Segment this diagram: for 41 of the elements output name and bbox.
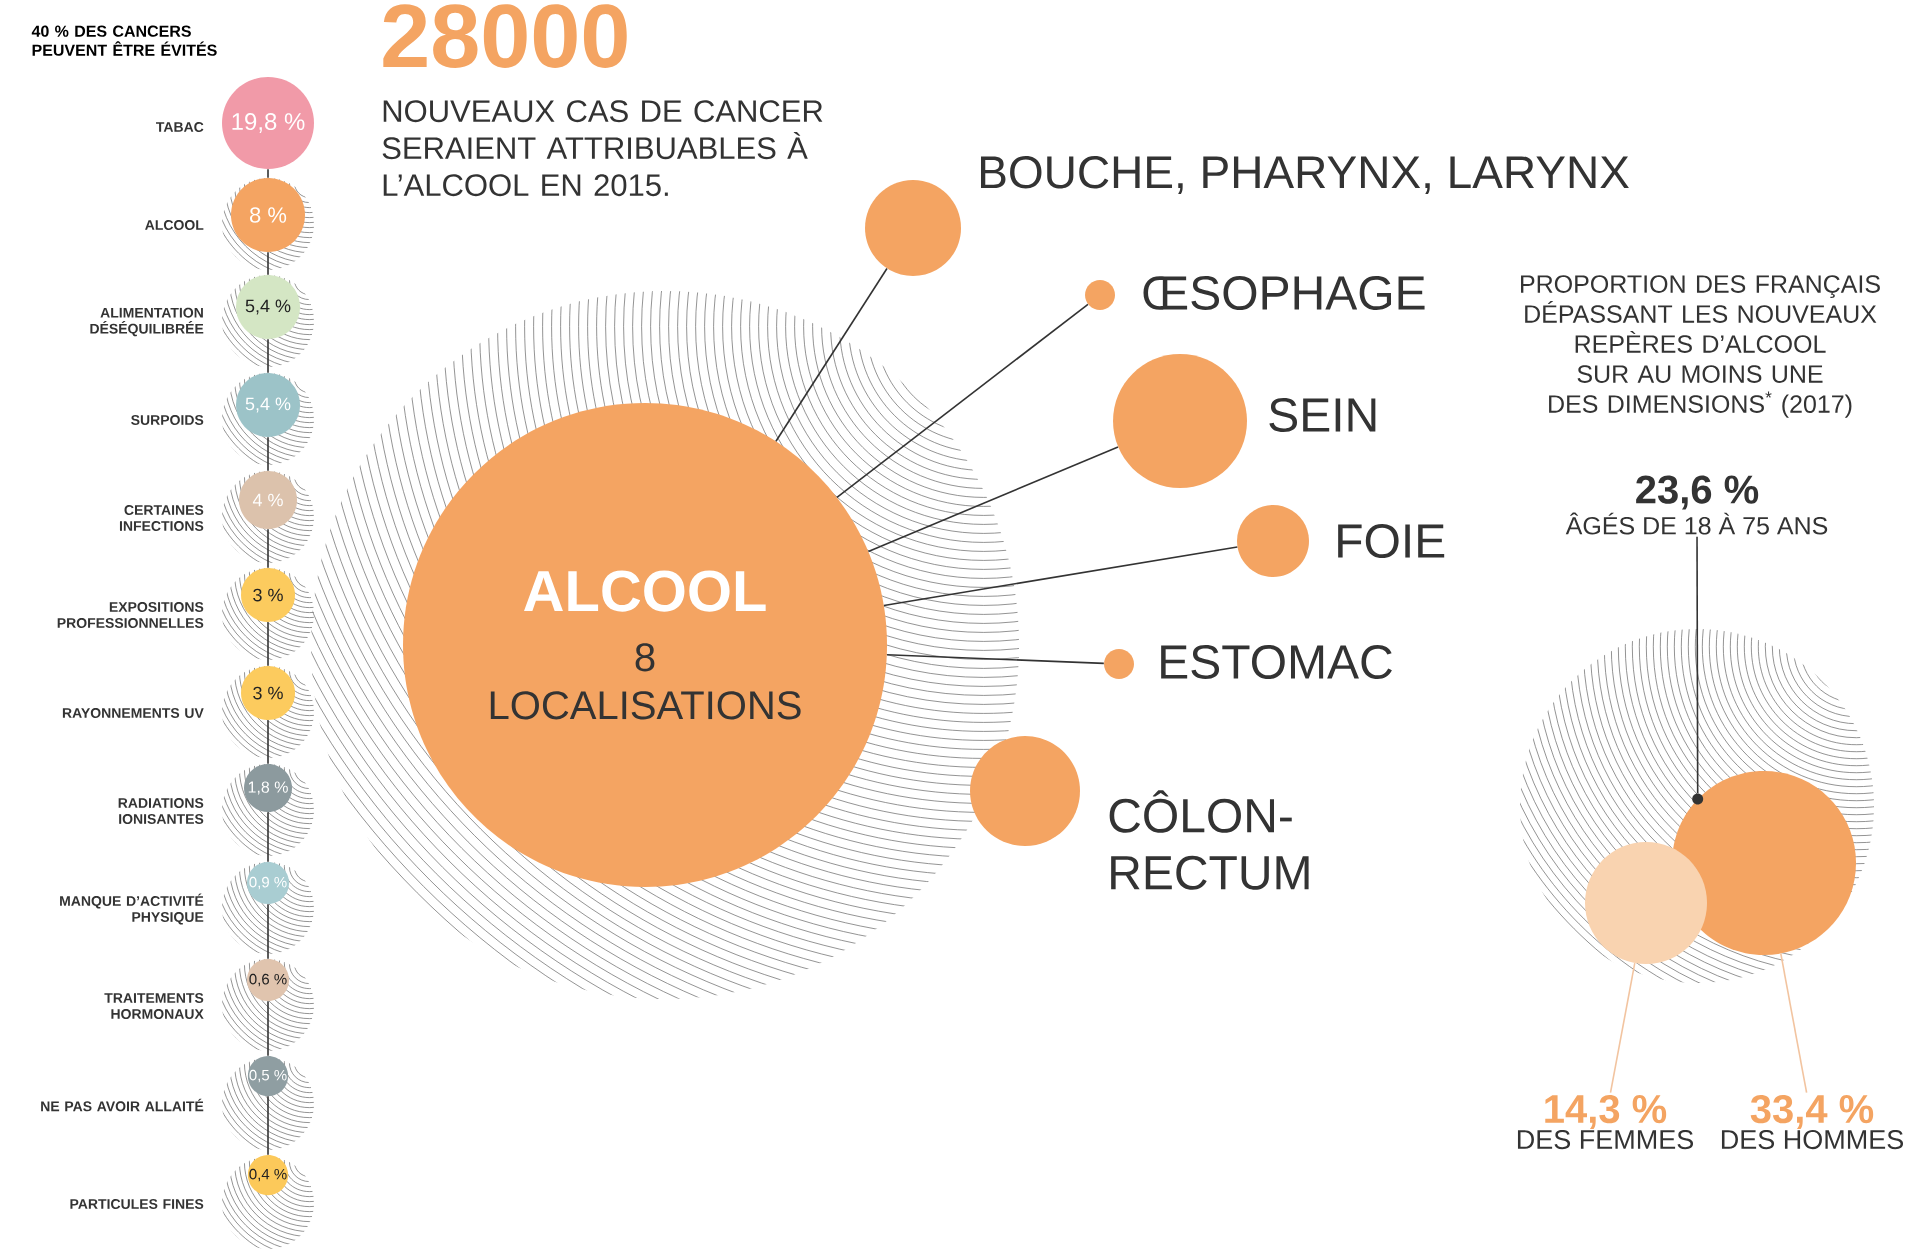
category-label: ALCOOL <box>145 220 204 230</box>
category-label: NE PAS AVOIR ALLAITÉ <box>41 1098 204 1112</box>
category-label: PARTICULES FINES <box>70 1199 204 1209</box>
category-label: TABAC <box>156 122 204 132</box>
description-text: NOUVEAUX CAS DE CANCER SERAIENT ATTRIBUABLES À L’ALCOOL EN 2015. <box>382 100 823 197</box>
heading: 40 % DES CANCERS PEUVENT ÊTRE ÉVITÉS <box>31 25 217 56</box>
connector-line <box>867 446 1119 553</box>
statistic-text: 33,4 % DES HOMMES <box>1721 1094 1903 1150</box>
connector-line <box>267 719 269 765</box>
organ-label: CÔLON- RECTUM <box>1109 790 1309 890</box>
organ-label: BOUCHE, PHARYNX, LARYNX <box>981 156 1629 194</box>
leader-line <box>1609 962 1636 1094</box>
organ-label: ESTOMAC <box>1161 645 1392 679</box>
connector-line <box>267 621 269 667</box>
organ-label: SEIN <box>1269 398 1376 432</box>
organ-label: ŒSOPHAGE <box>1143 276 1425 310</box>
connector-line <box>267 1095 269 1156</box>
category-label: RAYONNEMENTS UV <box>62 708 204 718</box>
statistic-text: 23,6 % ÂGÉS DE 18 À 75 ANS <box>1565 475 1828 535</box>
category-label: TRAITEMENTS HORMONAUX <box>104 993 204 1019</box>
big-number: 28000 <box>383 4 627 68</box>
category-label: CERTAINES INFECTIONS <box>119 505 204 531</box>
connector-line <box>267 436 269 472</box>
category-label: SURPOIDS <box>131 415 204 425</box>
category-label: ALIMENTATION DÉSÉQUILIBRÉE <box>90 307 204 337</box>
category-label: RADIATIONS IONISANTES <box>118 798 204 824</box>
connector-line <box>836 303 1089 499</box>
connector-line <box>267 811 269 863</box>
connector-line <box>267 528 269 569</box>
proportion-circle <box>1585 842 1707 964</box>
heading: PROPORTION DES FRANÇAIS DÉPASSANT LES NOUVEAUX REPÈRES D’ALCOOL SUR AU MOINS UNE DES DIMENSIONS$^{*}$ (2017) <box>1521 275 1880 418</box>
connector-line <box>267 251 269 276</box>
category-label: EXPOSITIONS PROFESSIONNELLES <box>57 602 204 628</box>
category-label: MANQUE D’ACTIVITÉ PHYSIQUE <box>60 893 204 925</box>
connector-line <box>267 338 269 374</box>
proportion-circle <box>1672 771 1856 955</box>
connector-line <box>775 267 888 443</box>
connector-line <box>267 168 269 179</box>
leader-line <box>1780 952 1808 1094</box>
statistic-text: 14,3 % DES FEMMES <box>1517 1094 1694 1150</box>
organ-label: FOIE <box>1338 524 1445 558</box>
